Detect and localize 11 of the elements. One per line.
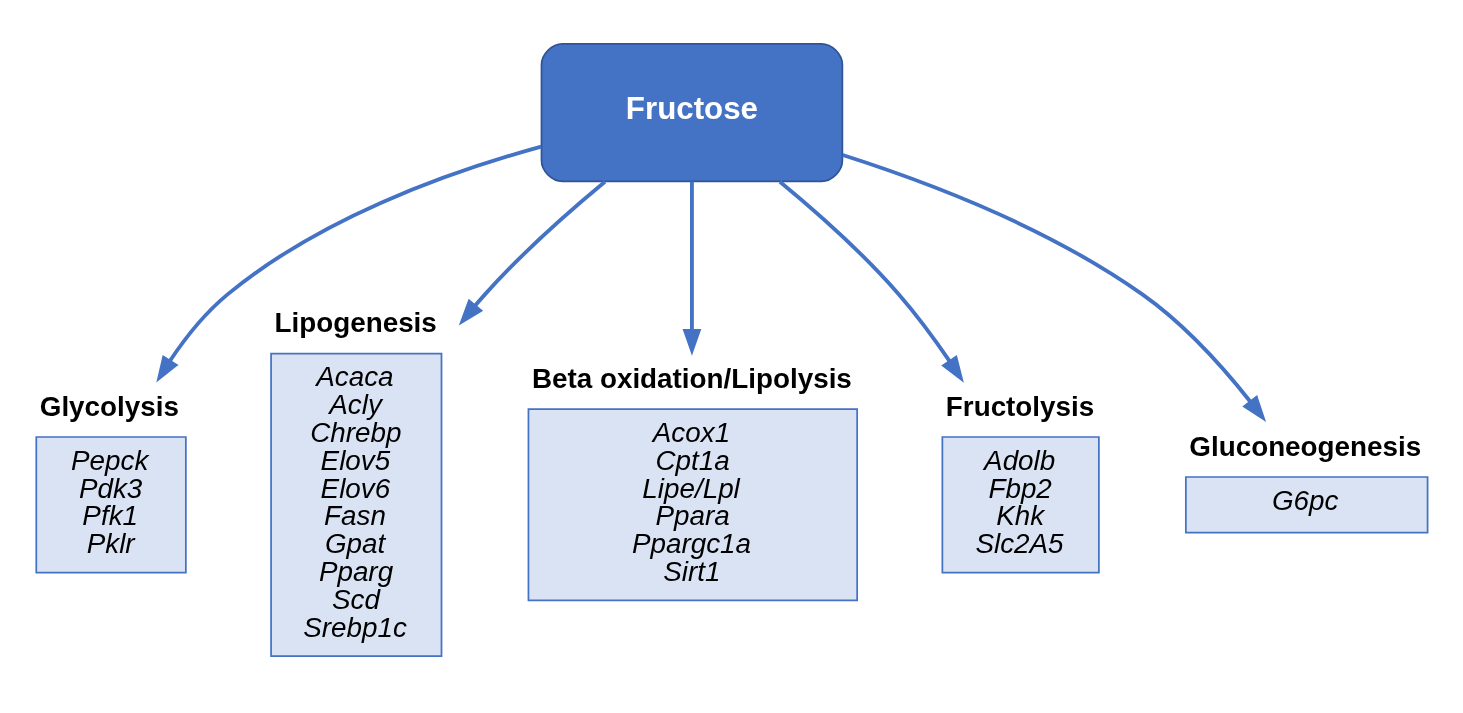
- node-label: Beta oxidation/Lipolysis: [531, 362, 852, 394]
- node-label: Fructolysis: [945, 390, 1095, 422]
- arrow: [458, 179, 607, 325]
- node-label: Lipogenesis: [274, 306, 437, 338]
- arrow: [682, 181, 702, 356]
- node-box: Fructose: [540, 42, 844, 182]
- arrow: [156, 144, 542, 383]
- arrow: [842, 152, 1267, 422]
- node-label: Glycolysis: [39, 390, 179, 422]
- node-label: Gluconeogenesis: [1189, 430, 1422, 462]
- arrow: [778, 179, 964, 383]
